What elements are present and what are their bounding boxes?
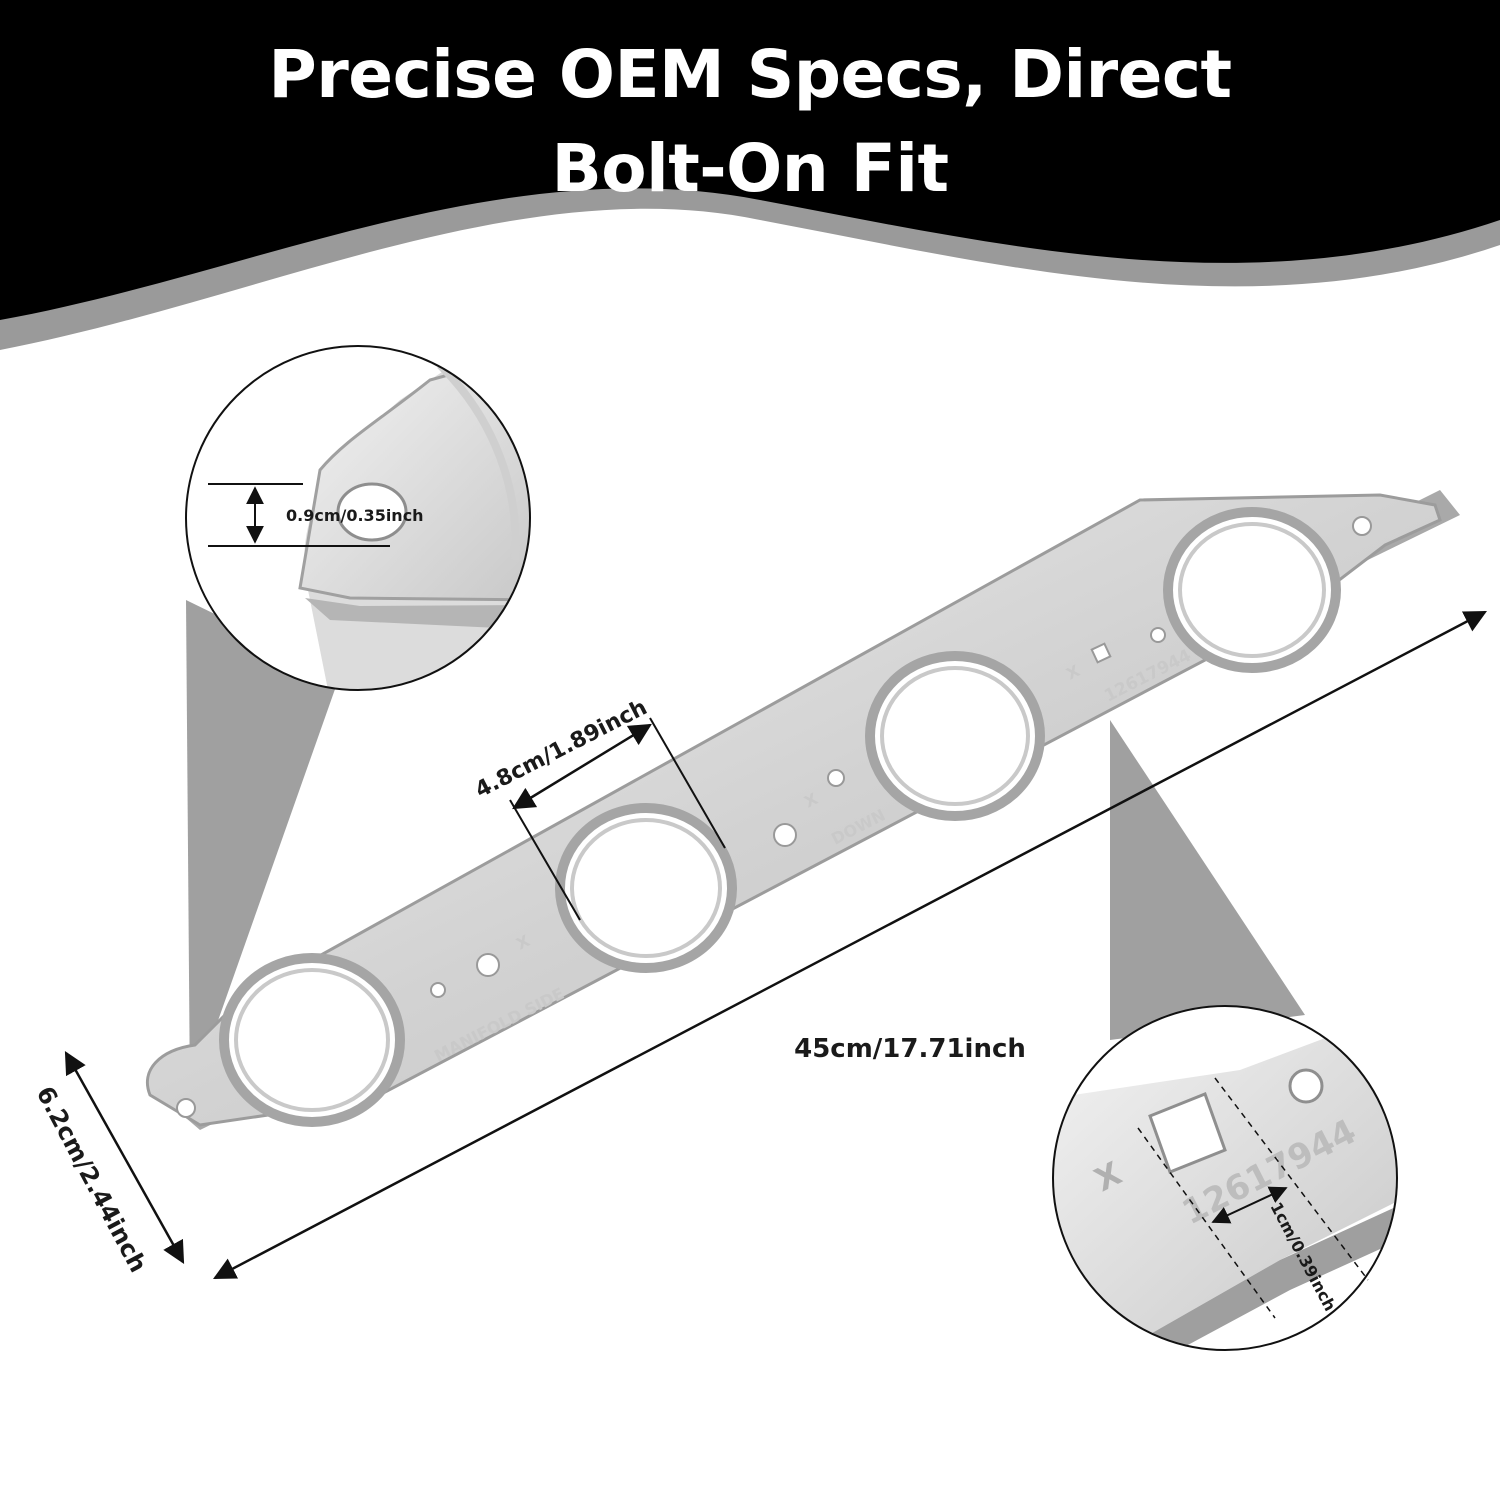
port-dimension-line: [512, 723, 652, 810]
port-extension-line-1: [509, 799, 581, 921]
zoom-bolt-hole: 0.9cm/0.35inch: [185, 345, 531, 691]
width-label: 6.2cm/2.44inch: [31, 1082, 153, 1277]
zoom-slot: 12617944 X 1cm/0.39inch: [1052, 1005, 1398, 1351]
header-band: [0, 0, 1500, 320]
zoom-cone-right: [1110, 720, 1305, 1040]
length-dimension-line: [213, 610, 1487, 1280]
length-label: 45cm/17.71inch: [794, 1034, 1026, 1064]
title-line-2: Bolt-On Fit: [551, 130, 949, 207]
page-title: Precise OEM Specs, Direct Bolt-On Fit: [0, 28, 1500, 216]
bolt-hole-label: 0.9cm/0.35inch: [286, 506, 424, 525]
title-line-1: Precise OEM Specs, Direct: [268, 36, 1232, 113]
port-extension-line-2: [649, 717, 726, 849]
width-dimension-line: [64, 1051, 185, 1264]
